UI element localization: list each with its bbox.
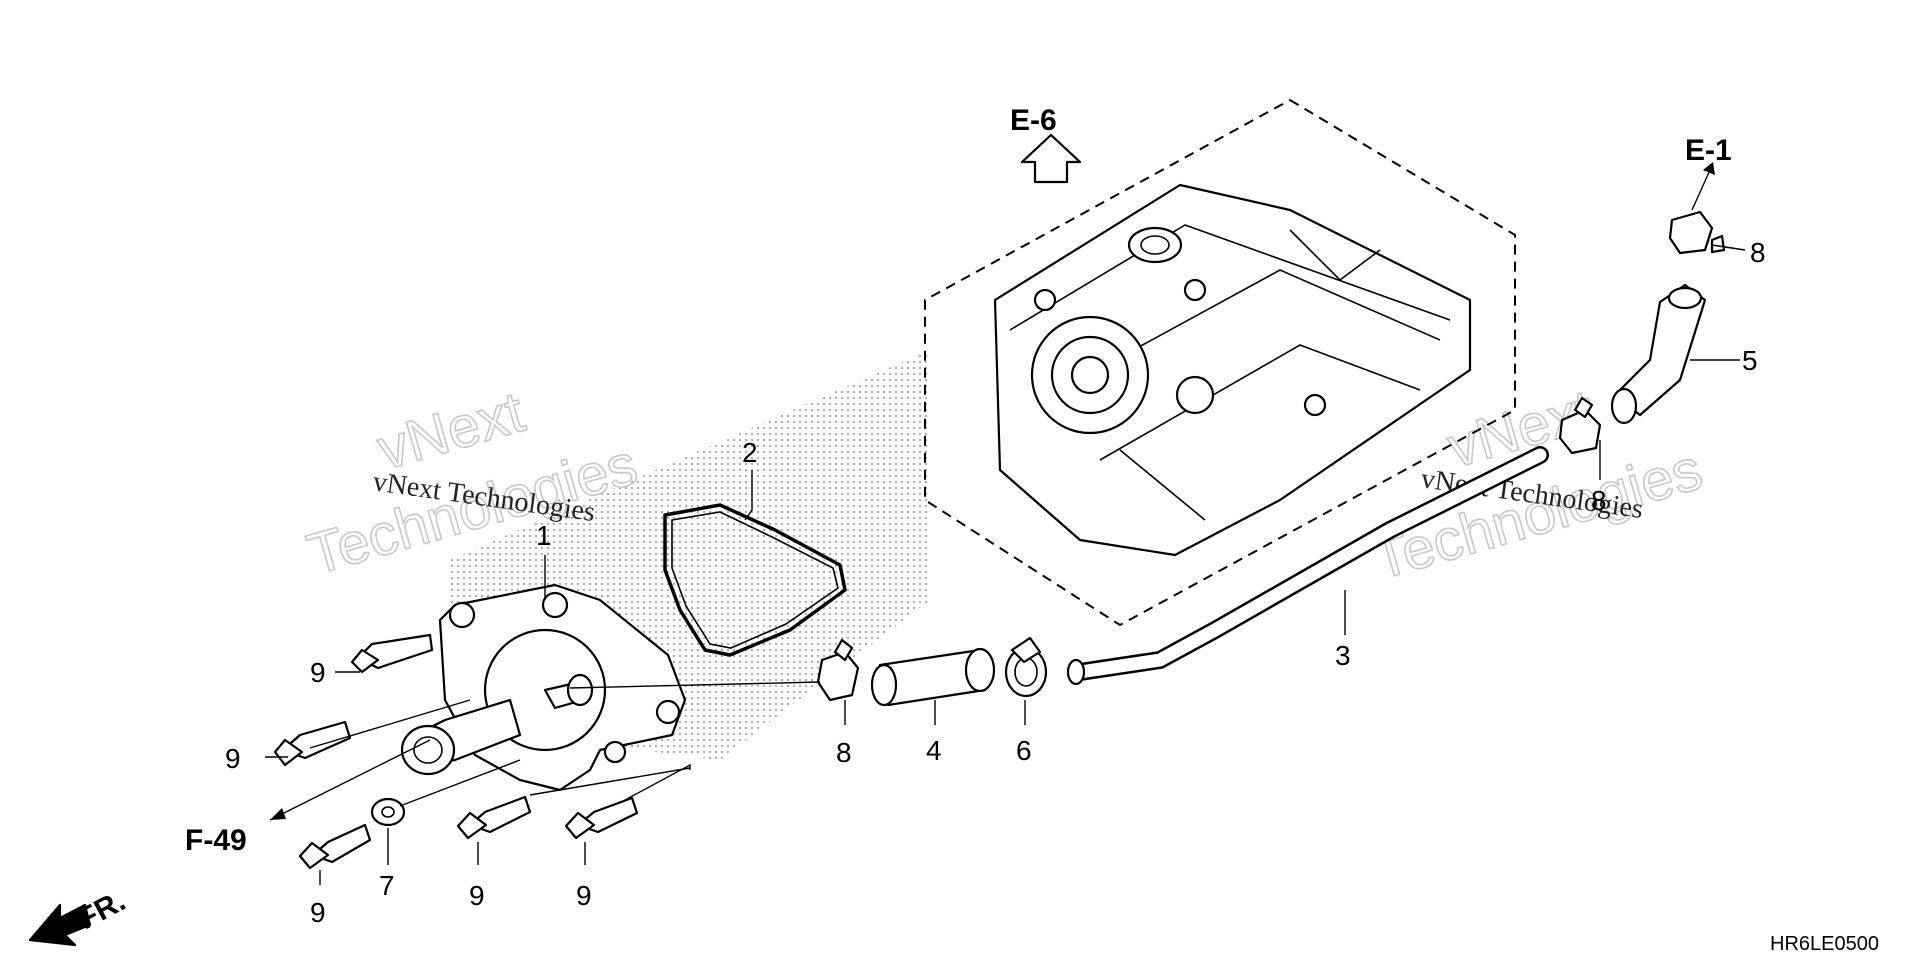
engine-dashed-frame xyxy=(924,98,1516,627)
hose-clamp xyxy=(1668,210,1726,255)
part-label-5: 5 xyxy=(1742,345,1758,376)
e1-arrow-icon xyxy=(1703,162,1715,175)
hose-clamp xyxy=(1558,396,1602,455)
part-label-1: 1 xyxy=(536,520,552,551)
screw-clamp xyxy=(1004,636,1048,698)
part-label-4: 4 xyxy=(926,735,942,766)
short-hose xyxy=(870,647,996,707)
part-label-6: 6 xyxy=(1016,735,1032,766)
water-pipe-inner xyxy=(1073,448,1547,679)
washer xyxy=(370,797,406,827)
water-pump-body xyxy=(400,583,687,792)
part-label-8: 8 xyxy=(1591,485,1607,516)
bolt xyxy=(350,633,434,674)
part-label-9: 9 xyxy=(469,880,485,911)
bolt xyxy=(273,720,352,767)
ref-e6: E-6 xyxy=(1010,104,1057,137)
part-label-9: 9 xyxy=(310,657,326,688)
front-arrow-icon xyxy=(28,903,92,947)
bolt xyxy=(298,823,372,870)
engine-case xyxy=(993,183,1472,557)
part-labels: 1 2 3 4 5 6 7 8 8 8 9 9 9 9 9 xyxy=(225,237,1766,928)
diagram-code: HR6LE0500 xyxy=(1770,933,1879,955)
leader-lines xyxy=(265,244,1746,885)
part-label-3: 3 xyxy=(1335,640,1351,671)
part-label-2: 2 xyxy=(742,437,758,468)
part-label-8: 8 xyxy=(836,737,852,768)
bolt xyxy=(564,796,639,840)
e6-arrow-icon xyxy=(1020,133,1082,184)
part-label-9: 9 xyxy=(225,743,241,774)
ref-e1: E-1 xyxy=(1685,134,1732,167)
part-label-9: 9 xyxy=(576,880,592,911)
f49-arrow-icon xyxy=(270,808,286,820)
part-label-7: 7 xyxy=(379,870,395,901)
bolt xyxy=(456,795,532,840)
part-label-8: 8 xyxy=(1750,237,1766,268)
bent-hose xyxy=(1610,283,1707,425)
ref-f49: F-49 xyxy=(185,824,247,857)
gasket xyxy=(663,503,847,657)
part-label-9: 9 xyxy=(310,897,326,928)
